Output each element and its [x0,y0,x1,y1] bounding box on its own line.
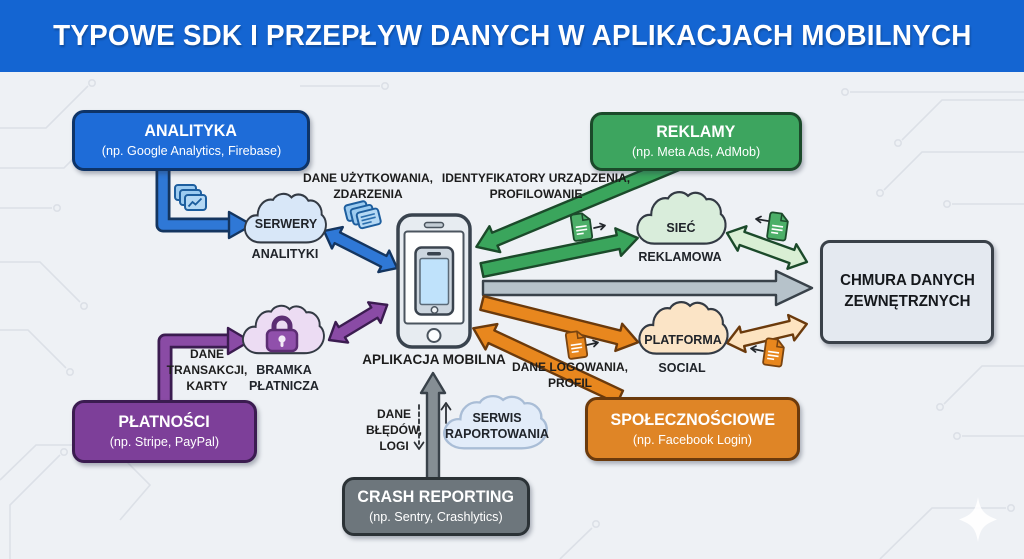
arrow-payments-bidirectional [327,301,389,344]
cloud-ad-network [636,191,727,245]
document-icon-green-1 [569,212,594,242]
sparkle-logo [959,497,997,542]
node-external-data-cloud: CHMURA DANYCH ZEWNĘTRZNYCH [820,240,994,344]
arrow-platform-external-bidirectional [725,313,808,354]
ads-title: REKLAMY [656,123,736,142]
crash-title: CRASH REPORTING [357,488,515,507]
cloud-analytics-servers [244,192,327,244]
label-platforma: PLATFORMA [644,333,722,347]
label-identifiers: IDENTYFIKATORY URZĄDZENIA, PROFILOWANIE [441,171,631,201]
header-bar: TYPOWE SDK I PRZEPŁYW DANYCH W APLIKACJA… [0,0,1024,72]
chart-cards-icon [174,184,207,211]
cloud-payment-gateway [242,304,325,355]
label-login-data: DANE LOGOWANIA, PROFIL [512,360,628,390]
connector-analytics-to-servers [155,160,254,240]
social-title: SPOŁECZNOŚCIOWE [610,410,775,429]
mini-arrow-right-green [593,222,606,231]
dashed-down-arrow [413,404,425,450]
data-cards-icon [343,200,382,230]
analytics-subtitle: (np. Google Analytics, Firebase) [101,143,281,159]
external-cloud-line2: ZEWNĘTRZNYCH [843,293,971,310]
label-error-data: DANE BŁĘDÓW, LOGI [366,407,422,453]
arrow-app-to-social-platform [479,295,640,353]
payments-title: PŁATNOŚCI [118,413,211,432]
connector-payments-to-gateway [157,326,252,402]
label-bramka: BRAMKA PŁATNICZA [249,363,319,393]
mini-arrow-right-orange [586,339,599,348]
page-title: TYPOWE SDK I PRZEPŁYW DANYCH W APLIKACJA… [52,19,972,52]
node-ads: REKLAMY (np. Meta Ads, AdMob) [590,112,802,171]
lock-icon [265,315,299,353]
ads-subtitle: (np. Meta Ads, AdMob) [631,144,761,160]
arrow-usage-data-bidirectional [322,225,399,274]
node-payments: PŁATNOŚCI (np. Stripe, PayPal) [72,400,257,463]
document-icon-orange-2 [762,337,785,368]
label-mobile-app: APLIKACJA MOBILNA [362,352,506,367]
cloud-social-platform [638,301,729,355]
arrow-app-to-external-cloud [481,269,814,307]
label-serwis-raportowania: SERWIS RAPORTOWANIA [445,411,549,441]
label-transactions: DANE TRANSAKCJI, KARTY [166,347,248,393]
label-reklamowa: REKLAMOWA [638,250,722,264]
document-icon-green-2 [766,211,789,242]
label-analytics-below: ANALITYKI [251,247,319,261]
analytics-title: ANALITYKA [144,122,238,141]
social-subtitle: (np. Facebook Login) [632,431,753,447]
node-crash-reporting: CRASH REPORTING (np. Sentry, Crashlytics… [342,477,530,536]
circuit-traces-background [0,79,1024,559]
mini-arrow-left-green [755,215,769,224]
node-analytics: ANALITYKA (np. Google Analytics, Firebas… [72,110,310,171]
label-servers: SERWERY [254,217,318,231]
arrow-social-to-app [472,322,625,405]
label-siec: SIEĆ [666,221,696,235]
document-icon-orange-1 [564,330,589,360]
mini-arrow-left-orange [750,345,764,353]
cloud-reporting-service [443,395,548,450]
arrow-app-to-ad-network [479,227,639,279]
arrow-adnetwork-external-bidirectional [725,225,809,270]
payments-subtitle: (np. Stripe, PayPal) [109,434,220,450]
external-cloud-line1: CHMURA DANYCH [839,272,975,290]
thin-up-arrow [440,402,452,424]
mobile-phone-icon [396,213,472,349]
label-social-below: SOCIAL [658,361,706,375]
node-social: SPOŁECZNOŚCIOWE (np. Facebook Login) [585,397,800,461]
crash-subtitle: (np. Sentry, Crashlytics) [369,509,503,525]
label-usage-data: DANE UŻYTKOWANIA, ZDARZENIA [303,171,433,201]
